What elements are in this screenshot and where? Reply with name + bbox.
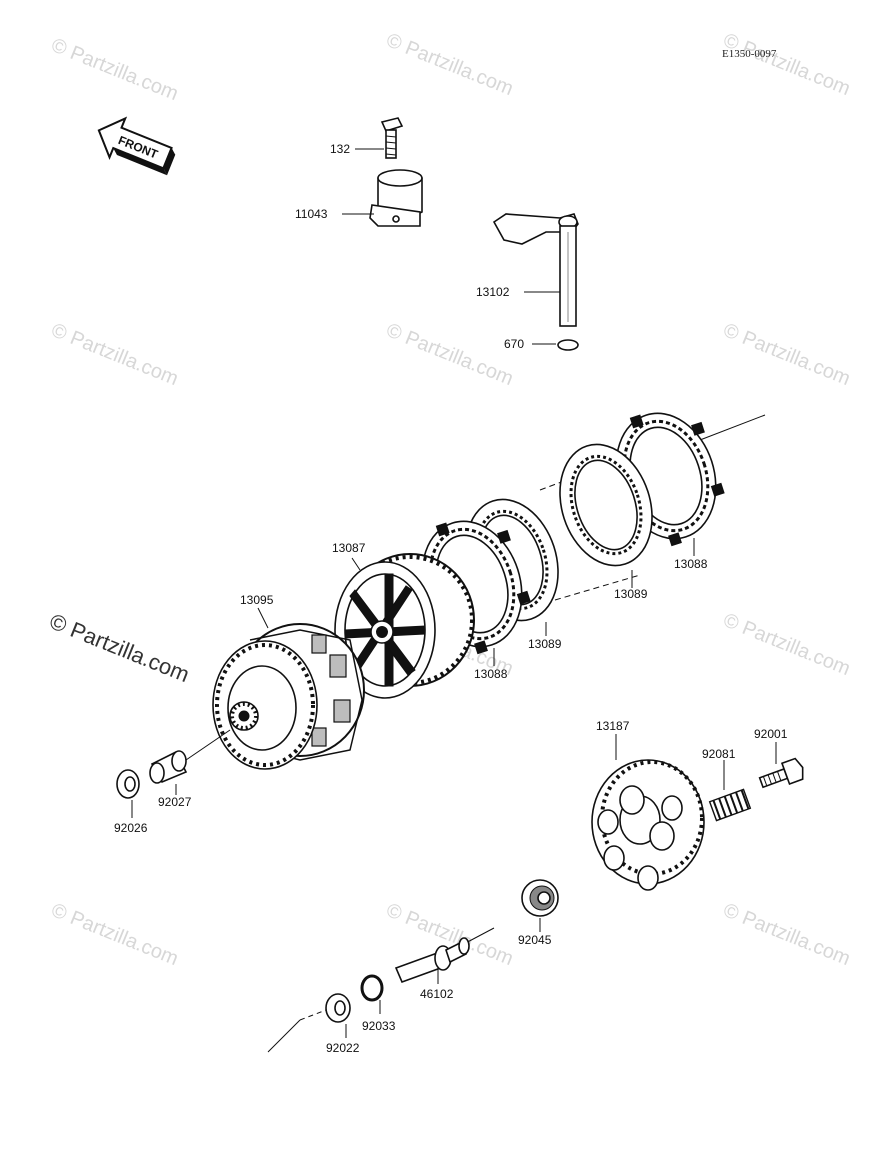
watermark: © Partzilla.com <box>720 899 853 970</box>
washer-92022 <box>325 993 351 1023</box>
callout-13102: 13102 <box>476 285 510 299</box>
callout-13095: 13095 <box>240 593 274 607</box>
clutch-housing-13095 <box>212 623 365 770</box>
circlip-92033 <box>360 974 384 1002</box>
callout-13089: 13089 <box>614 587 648 601</box>
diagram-code: E1350-0097 <box>722 48 777 60</box>
callout-92022: 92022 <box>326 1041 360 1055</box>
watermark: © Partzilla.com <box>720 29 853 100</box>
sleeve-92027 <box>149 750 188 784</box>
axis-line <box>267 1019 301 1053</box>
watermark: © Partzilla.com <box>48 899 181 970</box>
bearing-92045 <box>521 879 559 917</box>
callout-92033: 92033 <box>362 1019 396 1033</box>
spring-92081 <box>708 788 752 822</box>
axis-line <box>699 414 766 441</box>
watermark: © Partzilla.com <box>720 319 853 390</box>
callout-92045: 92045 <box>518 933 552 947</box>
callout-13088: 13088 <box>674 557 708 571</box>
washer-92026 <box>116 769 140 799</box>
callout-92027: 92027 <box>158 795 192 809</box>
bolt-132 <box>380 117 404 159</box>
pushrod-46102 <box>394 927 495 984</box>
callout-92026: 92026 <box>114 821 148 835</box>
callout-13088: 13088 <box>474 667 508 681</box>
watermark: © Partzilla.com <box>720 609 853 680</box>
watermark: © Partzilla.com <box>46 608 193 687</box>
clamp-11043 <box>369 169 423 227</box>
callout-11043: 11043 <box>295 207 328 221</box>
o-ring-670 <box>557 339 579 351</box>
watermark: © Partzilla.com <box>383 319 516 390</box>
watermark: © Partzilla.com <box>383 29 516 100</box>
front-arrow-icon: FRONT <box>97 116 176 176</box>
lever-shaft-13102 <box>492 213 579 327</box>
watermark: © Partzilla.com <box>48 34 181 105</box>
callout-132: 132 <box>330 142 350 156</box>
callout-92001: 92001 <box>754 727 788 741</box>
callout-46102: 46102 <box>420 987 454 1001</box>
callout-13087: 13087 <box>332 541 366 555</box>
pressure-plate-13187 <box>591 759 705 891</box>
callout-92081: 92081 <box>702 747 736 761</box>
clutch-hub-13087 <box>334 553 475 699</box>
callout-670: 670 <box>504 337 524 351</box>
callout-13089: 13089 <box>528 637 562 651</box>
steel-plate-13089 <box>559 443 653 567</box>
watermark: © Partzilla.com <box>48 319 181 390</box>
bolt-92001 <box>758 757 804 789</box>
callout-13187: 13187 <box>596 719 630 733</box>
